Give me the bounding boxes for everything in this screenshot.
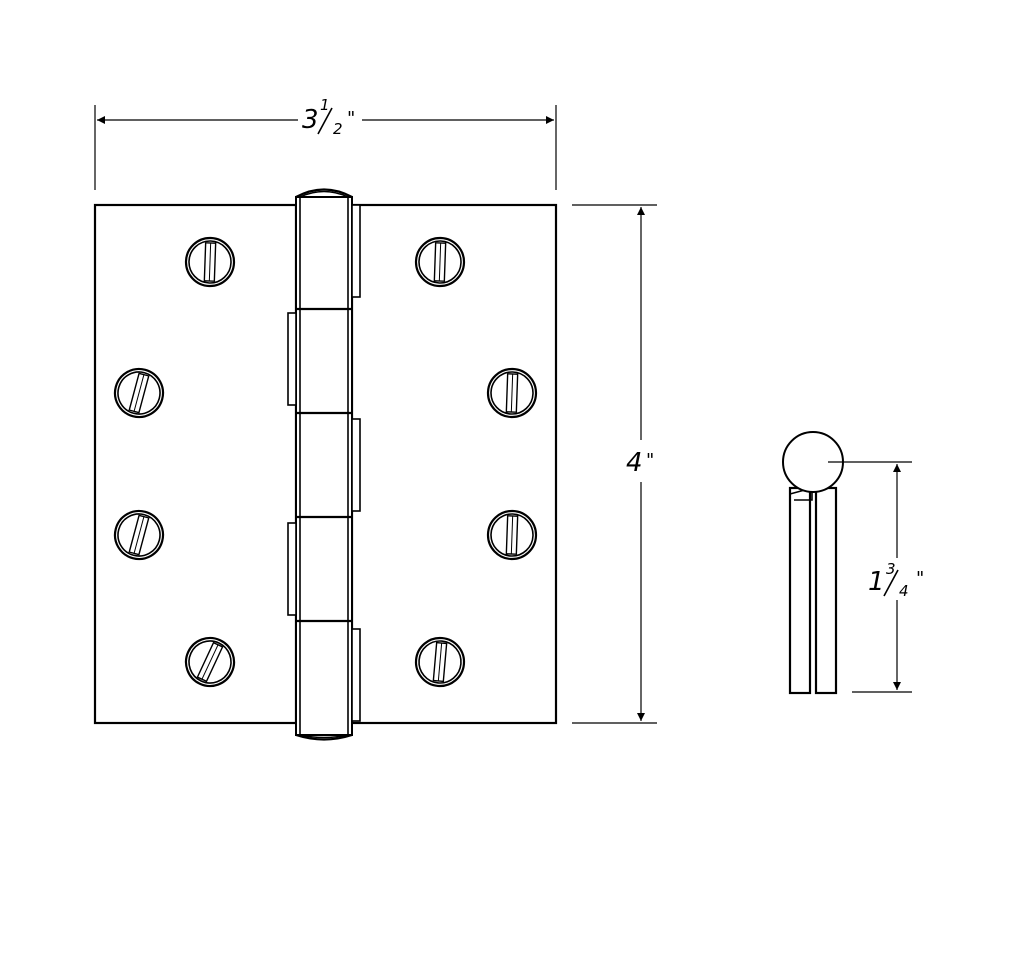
hinge-side-view [782, 431, 844, 695]
leaf-unit: " [916, 568, 924, 589]
slotted-screw-icon [414, 236, 466, 288]
width-dimension: 3 1 2 " [94, 96, 557, 190]
width-denominator: 2 [333, 120, 343, 138]
height-unit: " [646, 450, 654, 471]
side-leaf-right [814, 486, 838, 695]
slotted-screw-icon [108, 504, 170, 566]
height-whole: 4 [626, 448, 643, 478]
leaf-numerator: 3 [886, 560, 896, 578]
leaf-dimension: 1 3 4 " [828, 461, 924, 693]
slotted-screw-icon [486, 509, 538, 561]
width-numerator: 1 [320, 96, 330, 114]
slotted-screw-icon [108, 362, 170, 424]
slotted-screw-icon [177, 629, 243, 695]
left-leaf [93, 203, 298, 725]
hinge-front-view [93, 188, 558, 741]
slotted-screw-icon [486, 367, 538, 419]
height-dimension: 4 " [572, 204, 657, 724]
leaf-whole: 1 [868, 567, 885, 597]
slotted-screw-icon [184, 236, 236, 288]
width-whole: 3 [302, 105, 319, 135]
width-unit: " [347, 108, 355, 129]
leaf-denominator: 4 [899, 582, 909, 600]
hinge-barrel [287, 188, 361, 741]
side-leaf-left [788, 486, 812, 695]
slotted-screw-icon [412, 634, 468, 690]
